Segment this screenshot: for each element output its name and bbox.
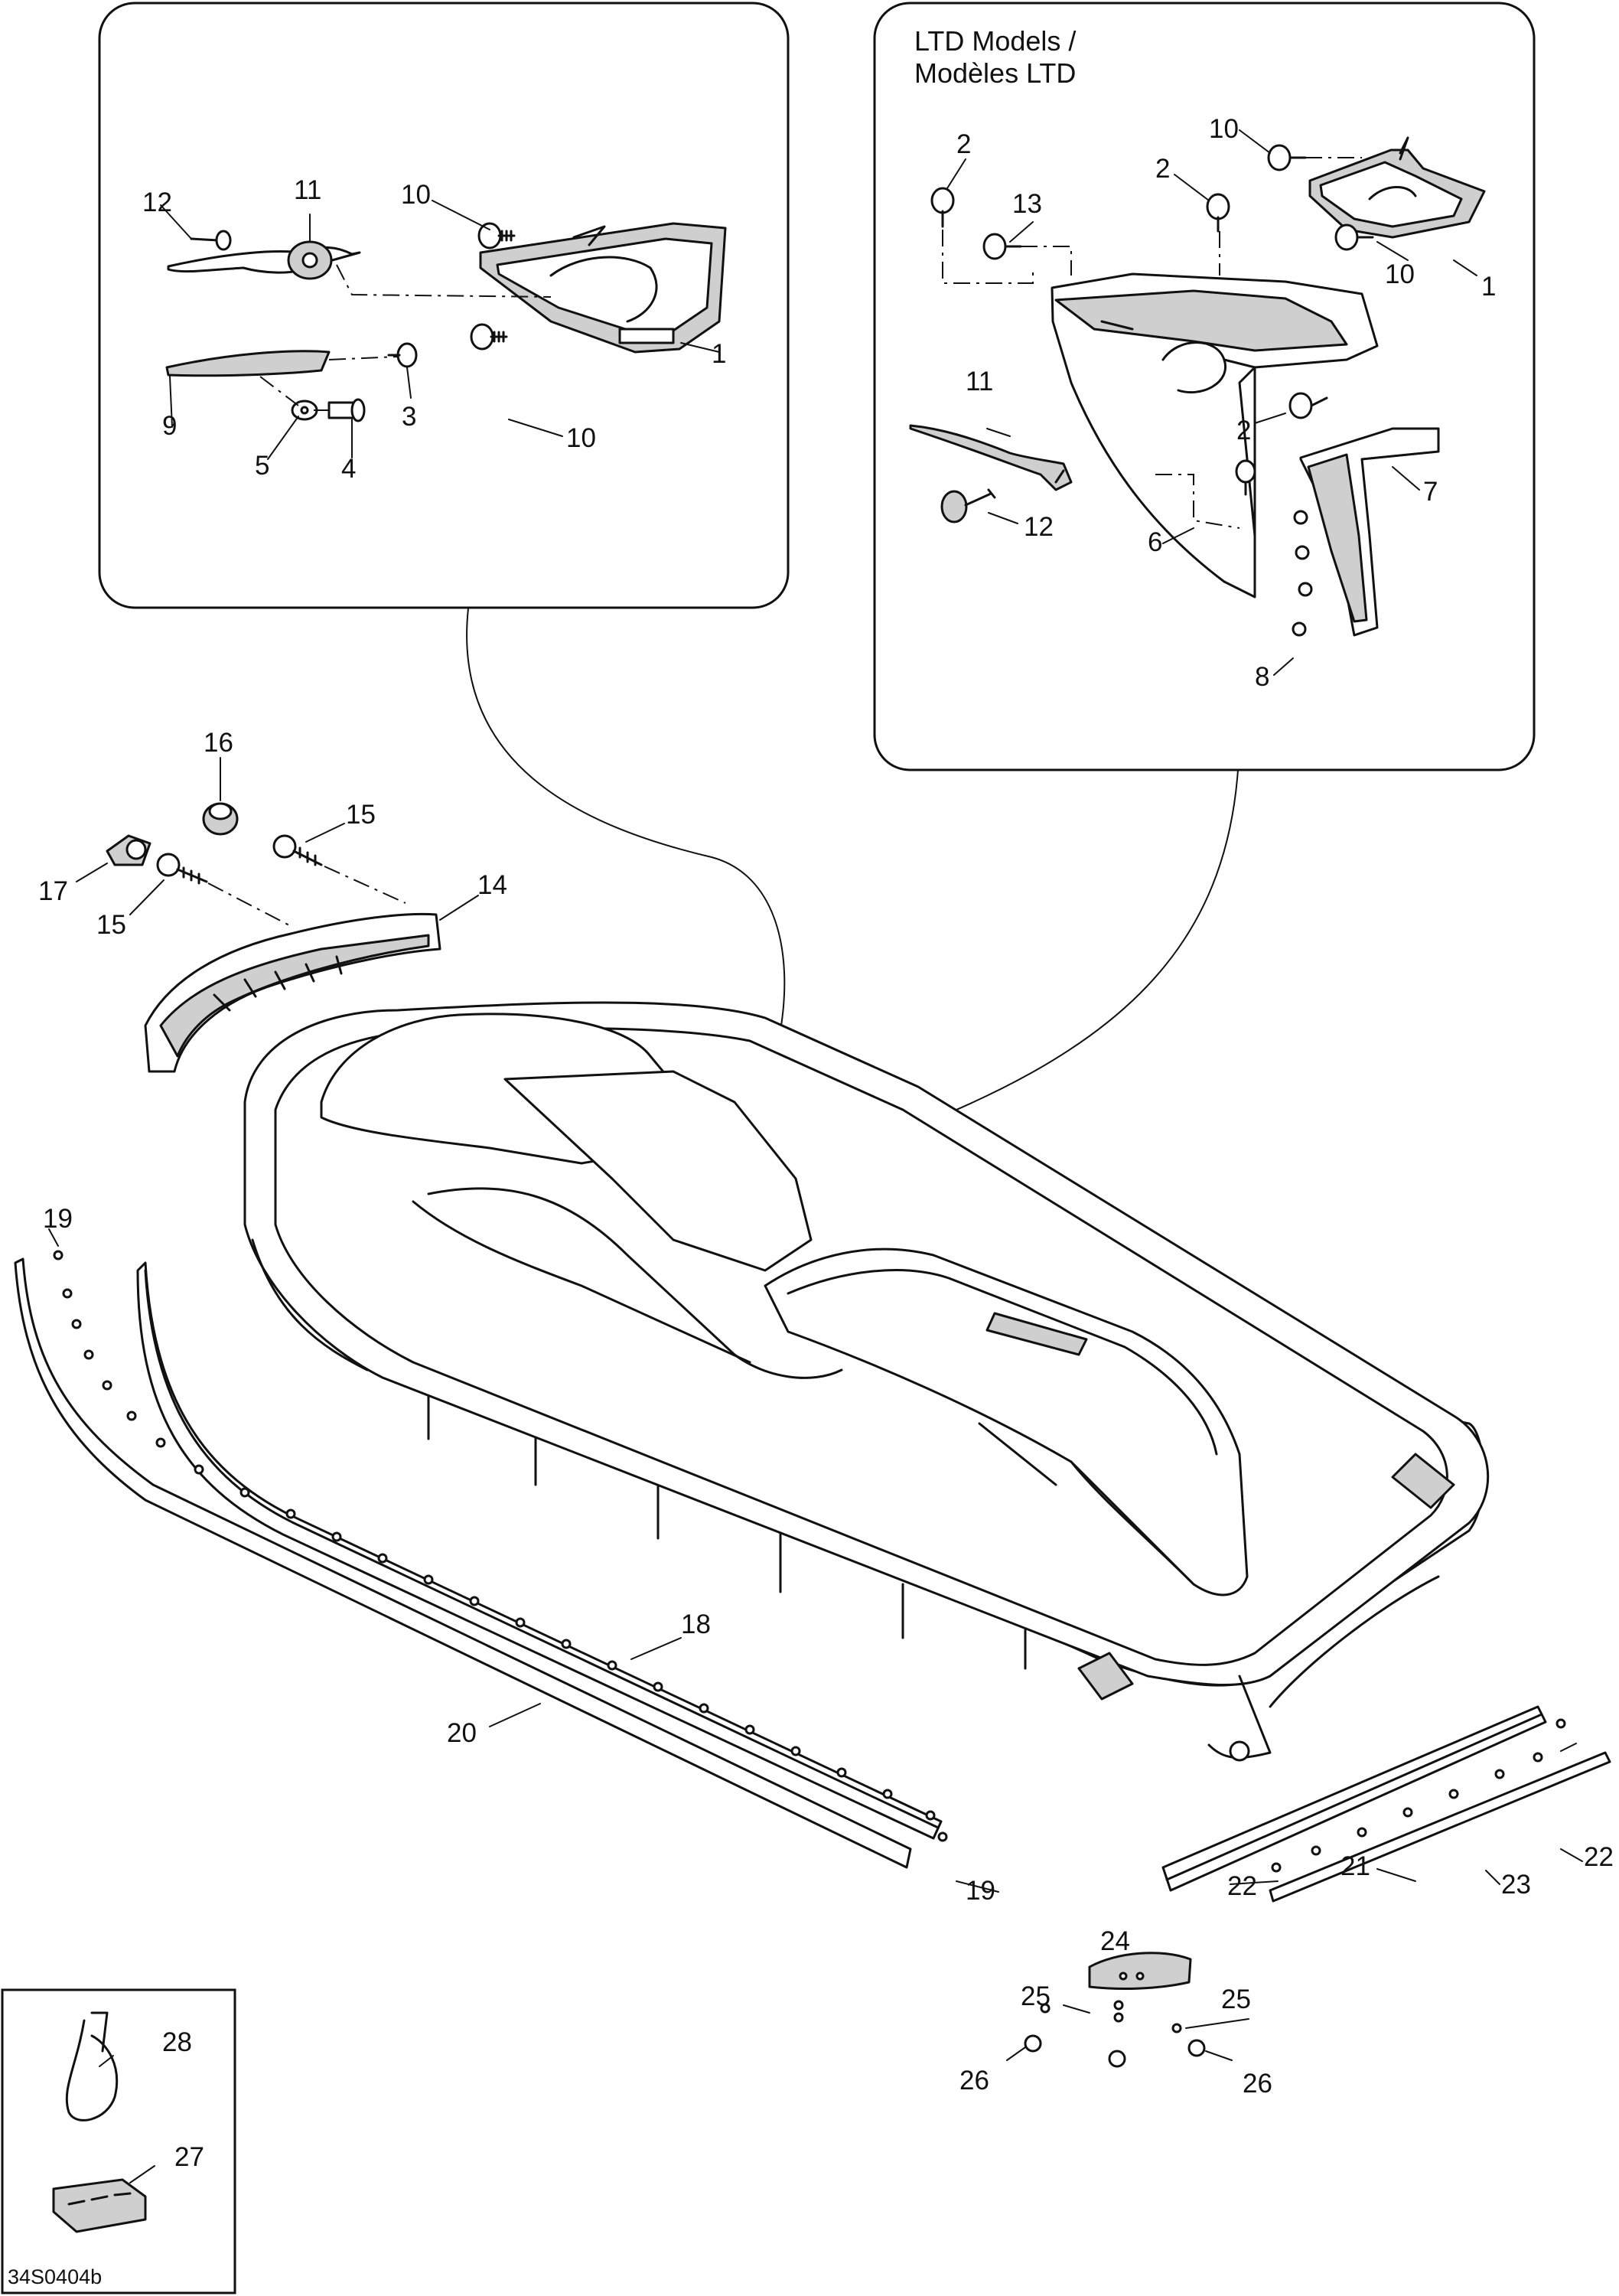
callout-tr-2b: 2: [1155, 154, 1170, 184]
tl-bolt-4: [327, 398, 366, 422]
callout-14: 14: [477, 870, 507, 900]
tl-emblem-11: [167, 240, 361, 280]
callout-tr-10b: 10: [1385, 259, 1415, 289]
rub-strip-21: [1161, 1705, 1547, 1892]
callout-25a: 25: [1021, 1981, 1051, 2011]
callout-18: 18: [681, 1609, 711, 1639]
tr-leader-lines: [946, 129, 1477, 676]
callout-tl-3: 3: [402, 402, 416, 432]
tl-screw-10a: [477, 222, 516, 249]
tl-screw-12: [190, 230, 232, 251]
callout-26a: 26: [959, 2066, 989, 2095]
bottom-leader-lines: [48, 1228, 1583, 2183]
callout-20: 20: [447, 1718, 477, 1748]
callout-tr-2a: 2: [956, 129, 971, 159]
callout-tr-7: 7: [1423, 477, 1438, 507]
callout-19a: 19: [43, 1204, 73, 1234]
tl-side-vent-grille: [479, 222, 727, 354]
callout-tr-6: 6: [1148, 527, 1162, 557]
callout-24: 24: [1100, 1926, 1130, 1956]
c-screw-15b: [156, 853, 208, 885]
rivet-dots-right: [1271, 1718, 1566, 1873]
tr-dash-lines: [942, 157, 1362, 284]
callout-tr-8: 8: [1255, 662, 1269, 692]
callout-tl-5: 5: [255, 451, 269, 481]
tr-side-panel-6: [1051, 272, 1379, 598]
callout-tl-10b: 10: [566, 423, 596, 453]
c-screw-15a: [272, 834, 323, 866]
callout-tl-1: 1: [712, 339, 726, 369]
bumper-24: [1088, 1952, 1192, 1990]
callout-22b: 22: [1227, 1871, 1257, 1901]
c-leader-lines-small: [76, 757, 479, 921]
rub-strip-18: [136, 1261, 943, 1840]
callout-tr-10a: 10: [1209, 114, 1239, 144]
callout-tl-9: 9: [162, 411, 177, 441]
callout-tl-12: 12: [142, 188, 172, 217]
figure-code: 34S0404b: [8, 2265, 102, 2288]
accessory-box: [1, 1988, 236, 2294]
ltd-title-line2: Modèles LTD: [914, 57, 1076, 89]
callout-17: 17: [38, 876, 68, 906]
ltd-title-line1: LTD Models /: [914, 25, 1076, 57]
callout-25b: 25: [1221, 1985, 1251, 2014]
callout-tl-11: 11: [294, 175, 321, 205]
tl-trim-9: [165, 350, 331, 377]
tr-screws: [930, 144, 1374, 637]
callout-tr-1: 1: [1481, 272, 1496, 302]
ltd-models-detail-panel: [873, 2, 1536, 771]
callout-tr-13: 13: [1012, 189, 1042, 219]
callout-28: 28: [162, 2027, 192, 2057]
callout-19b: 19: [966, 1876, 995, 1906]
callout-tl-4: 4: [341, 454, 356, 484]
tr-trim-7: [1299, 427, 1440, 637]
rub-strip-20: [14, 1257, 912, 1869]
tr-emblem-11: [909, 424, 1073, 491]
callout-15b: 15: [96, 910, 126, 940]
tr-clip-12: [940, 488, 996, 523]
tr-vent-1: [1308, 136, 1486, 239]
tl-leader-lines: [160, 200, 720, 460]
callout-tr-12: 12: [1024, 512, 1054, 542]
c-part-16-nut: [202, 802, 239, 836]
callout-tl-10a: 10: [401, 180, 431, 210]
callout-23: 23: [1501, 1870, 1531, 1900]
rub-strip-23: [1269, 1751, 1611, 1903]
fasteners-25-26: [1024, 2000, 1206, 2068]
tl-screw-10b: [470, 323, 508, 351]
cable-tie-28: [65, 2011, 119, 2122]
callout-22a: 22: [1584, 1842, 1614, 1872]
callout-tr-2c: 2: [1236, 416, 1251, 445]
callout-16: 16: [204, 728, 233, 758]
rivet-dots-left: [53, 1250, 948, 1842]
callout-27: 27: [174, 2142, 204, 2172]
callout-15a: 15: [346, 800, 376, 830]
top-left-detail-panel: [98, 2, 790, 609]
callout-26b: 26: [1243, 2069, 1272, 2099]
c-part-17-cap: [106, 834, 151, 866]
watercraft-hull: [243, 1001, 1490, 1762]
c-handle-14: [144, 912, 441, 1073]
c-dash-lines: [207, 866, 406, 927]
callout-21: 21: [1340, 1851, 1370, 1881]
connector-27: [52, 2178, 147, 2233]
callout-tr-11: 11: [966, 367, 993, 396]
tl-dash-lines: [259, 264, 552, 411]
tl-rivet-3: [387, 342, 418, 368]
